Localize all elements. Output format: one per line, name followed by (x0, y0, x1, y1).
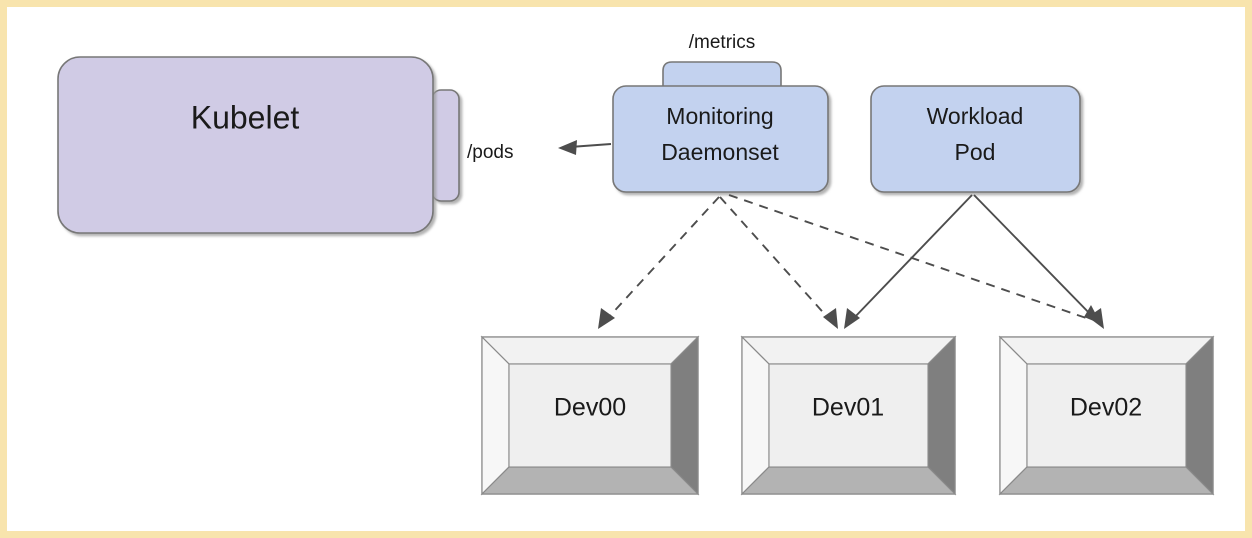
node-kubelet[interactable]: Kubelet (57, 56, 434, 234)
edge-workload-to-dev01 (844, 194, 973, 329)
workload-box-shape (870, 85, 1081, 193)
device-1-bevel-bottom (740, 466, 957, 495)
device-2-label: Dev02 (1070, 394, 1142, 422)
metrics-endpoint-label: /metrics (689, 32, 756, 53)
device-box-1[interactable]: Dev01 (740, 335, 957, 496)
edge-monitoring-to-kubelet (558, 140, 612, 155)
topology-diagram: Kubelet /pods /metrics Monitoring Daemon… (57, 32, 1215, 496)
device-0-bevel-top (480, 336, 700, 365)
edge-line-pods (569, 143, 612, 148)
workload-label-line2: Pod (955, 139, 996, 165)
arrow-head-wl-dev01 (844, 308, 860, 329)
edge-line-mon-dev00 (606, 196, 720, 320)
monitoring-box-shape (612, 85, 829, 193)
arrow-head-wl-dev02 (1088, 308, 1104, 329)
monitoring-label-line2: Daemonset (661, 139, 779, 165)
edge-monitoring-to-dev02 (728, 194, 1101, 324)
device-2-bevel-top (998, 336, 1215, 365)
device-box-0[interactable]: Dev00 (480, 335, 700, 496)
edge-line-wl-dev01 (852, 194, 973, 320)
edge-line-mon-dev01 (719, 196, 830, 320)
edge-monitoring-to-dev01 (719, 196, 838, 329)
kubelet-pods-tab-shape (431, 89, 460, 202)
device-1-bevel-top (740, 336, 957, 365)
edge-workload-to-dev02 (973, 194, 1104, 329)
arrow-head-mon-dev00 (598, 308, 615, 329)
device-2-bevel-bottom (998, 466, 1215, 495)
device-box-2[interactable]: Dev02 (998, 335, 1215, 496)
node-kubelet-endpoint[interactable] (431, 89, 460, 202)
monitoring-label-line1: Monitoring (666, 103, 773, 129)
arrow-head-mon-dev01 (823, 308, 838, 329)
device-0-label: Dev00 (554, 394, 626, 422)
edge-line-wl-dev02 (973, 194, 1096, 320)
arrow-head-pods (558, 140, 577, 155)
device-2-face (1026, 363, 1187, 468)
workload-label-line1: Workload (927, 103, 1024, 129)
node-monitoring-daemonset[interactable]: Monitoring Daemonset (612, 85, 829, 193)
edge-monitoring-to-dev00 (598, 196, 720, 329)
kubelet-label: Kubelet (191, 99, 300, 135)
pods-endpoint-label: /pods (467, 142, 513, 163)
device-1-label: Dev01 (812, 394, 884, 422)
device-1-face (768, 363, 929, 468)
device-0-bevel-bottom (480, 466, 700, 495)
node-workload-pod[interactable]: Workload Pod (870, 85, 1081, 193)
kubelet-box-shape (57, 56, 434, 234)
device-0-face (508, 363, 672, 468)
